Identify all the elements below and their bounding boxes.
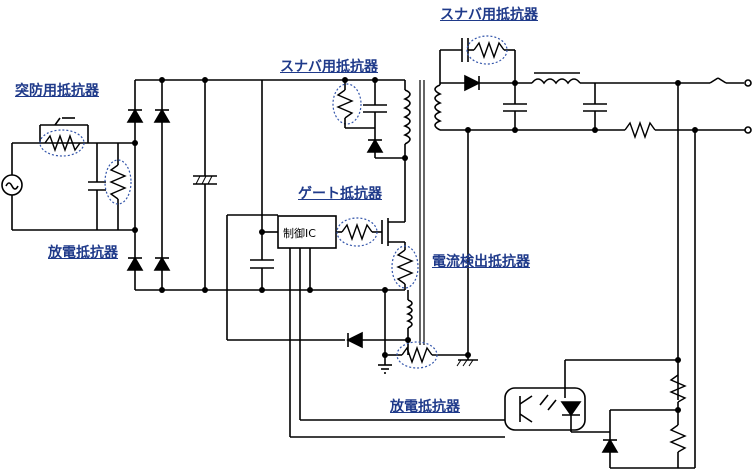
bulk-capacitor bbox=[193, 80, 217, 290]
discharge-resistor-left bbox=[104, 143, 132, 230]
optocoupler bbox=[504, 387, 586, 431]
inrush-resistor bbox=[39, 117, 89, 157]
label-snubber-resistor-top: スナバ用抵抗器 bbox=[440, 7, 538, 23]
ac-source bbox=[1, 143, 23, 230]
snubber-primary bbox=[332, 80, 405, 159]
control-ic-label: 制御IC bbox=[283, 226, 316, 240]
bridge-rectifier bbox=[126, 80, 171, 290]
gate-resistor bbox=[336, 217, 382, 247]
label-inrush-resistor: 突防用抵抗器 bbox=[15, 83, 99, 99]
label-discharge-resistor-left: 放電抵抗器 bbox=[48, 245, 118, 261]
discharge-resistor-bottom bbox=[388, 341, 468, 369]
transformer bbox=[403, 80, 442, 345]
current-sense-resistor bbox=[391, 245, 419, 290]
mosfet bbox=[381, 165, 406, 250]
label-current-sense-resistor: 電流検出抵抗器 bbox=[432, 254, 530, 270]
label-snubber-resistor-mid: スナバ用抵抗器 bbox=[280, 59, 378, 75]
label-discharge-resistor-bottom: 放電抵抗器 bbox=[390, 399, 460, 415]
label-gate-resistor: ゲート抵抗器 bbox=[298, 186, 382, 202]
x-capacitor bbox=[88, 143, 106, 230]
aux-diode bbox=[346, 331, 408, 349]
snubber-secondary bbox=[466, 35, 516, 83]
